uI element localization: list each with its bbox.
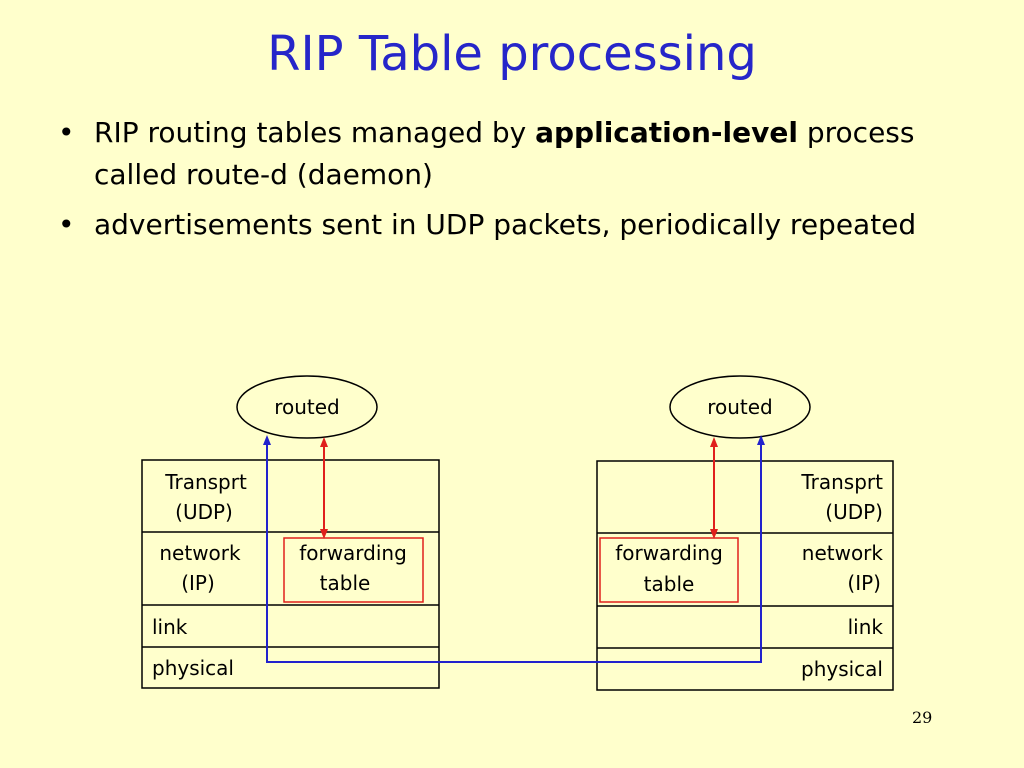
left-network-protocol: (IP) bbox=[181, 571, 215, 595]
right-routed-label: routed bbox=[707, 395, 773, 419]
left-router: routed Transprt (UDP) network (IP) link … bbox=[141, 375, 440, 689]
right-physical-label: physical bbox=[801, 657, 883, 681]
bullet-list: • RIP routing tables managed by applicati… bbox=[50, 112, 950, 254]
bullet-marker: • bbox=[58, 116, 75, 149]
bullet-text: advertisements sent in UDP packets, peri… bbox=[94, 208, 917, 241]
bullet-text-part2: process called route-d (daemon) bbox=[94, 116, 915, 191]
bullet-item-rip-tables: • RIP routing tables managed by applicati… bbox=[50, 112, 950, 196]
right-link-label: link bbox=[848, 615, 884, 639]
left-routed-label: routed bbox=[274, 395, 340, 419]
right-transport-label: Transprt bbox=[800, 470, 883, 494]
bullet-text-part1: RIP routing tables managed by bbox=[94, 116, 536, 149]
left-forwarding-table-label: forwarding bbox=[299, 541, 407, 565]
right-forwarding-table-box bbox=[599, 537, 739, 603]
bullet-marker: • bbox=[58, 208, 75, 241]
left-transport-protocol: (UDP) bbox=[175, 500, 233, 524]
right-forwarding-table-label-2: table bbox=[644, 572, 695, 596]
page-number: 29 bbox=[912, 708, 933, 727]
left-network-label: network bbox=[159, 541, 241, 565]
left-physical-label: physical bbox=[152, 656, 234, 680]
left-forwarding-table-box bbox=[283, 537, 424, 603]
bullet-item-advertisements: • advertisements sent in UDP packets, per… bbox=[50, 204, 950, 246]
right-network-protocol: (IP) bbox=[847, 571, 881, 595]
right-network-label: network bbox=[802, 541, 884, 565]
right-transport-protocol: (UDP) bbox=[825, 500, 883, 524]
left-forwarding-table-label-2: table bbox=[320, 571, 371, 595]
left-transport-label: Transprt bbox=[164, 470, 247, 494]
slide-title: RIP Table processing bbox=[267, 26, 757, 82]
left-link-label: link bbox=[152, 615, 188, 639]
left-stack-box bbox=[141, 459, 440, 689]
bullet-text-bold: application-level bbox=[535, 116, 798, 149]
right-forwarding-table-label: forwarding bbox=[615, 541, 723, 565]
udp-advertisement-path bbox=[263, 435, 765, 663]
right-router: routed Transprt (UDP) network (IP) link … bbox=[596, 375, 894, 691]
right-stack-box bbox=[596, 460, 894, 691]
